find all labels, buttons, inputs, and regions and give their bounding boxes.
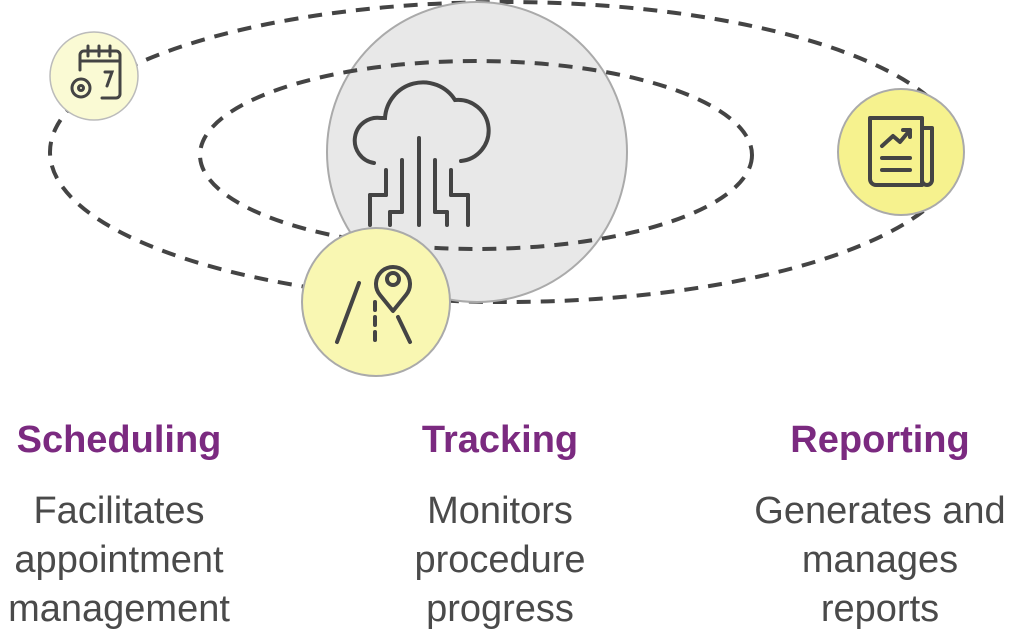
calendar-gear-icon	[70, 44, 122, 100]
reporting-title: Reporting	[790, 419, 970, 461]
scheduling-title: Scheduling	[16, 419, 222, 461]
reporting-description: Generates and manages reports	[730, 487, 1016, 634]
desc-line: reports	[820, 588, 940, 630]
desc-line: Facilitates	[33, 490, 205, 532]
inner-orbit	[198, 59, 754, 251]
desc-line: Generates and	[754, 490, 1006, 532]
desc-line: management	[8, 588, 230, 630]
reporting-circle	[837, 88, 965, 216]
tracking-column: Tracking Monitors procedure progress	[350, 415, 650, 634]
cloud-circuit-icon	[352, 80, 491, 227]
reporting-column: Reporting Generates and manages reports	[730, 415, 1016, 634]
scheduling-circle	[49, 31, 139, 121]
desc-line: appointment	[14, 539, 224, 581]
road-location-pin-icon	[335, 265, 412, 347]
orbit-diagram	[48, 0, 965, 377]
tracking-description: Monitors procedure progress	[350, 487, 650, 634]
desc-line: progress	[426, 588, 574, 630]
desc-line: procedure	[414, 539, 586, 581]
tracking-title: Tracking	[421, 419, 579, 461]
desc-line: manages	[801, 539, 959, 581]
scheduling-column: Scheduling Facilitates appointment manag…	[0, 415, 269, 634]
report-chart-icon	[868, 116, 934, 187]
scheduling-description: Facilitates appointment management	[0, 487, 269, 634]
desc-line: Monitors	[427, 490, 573, 532]
